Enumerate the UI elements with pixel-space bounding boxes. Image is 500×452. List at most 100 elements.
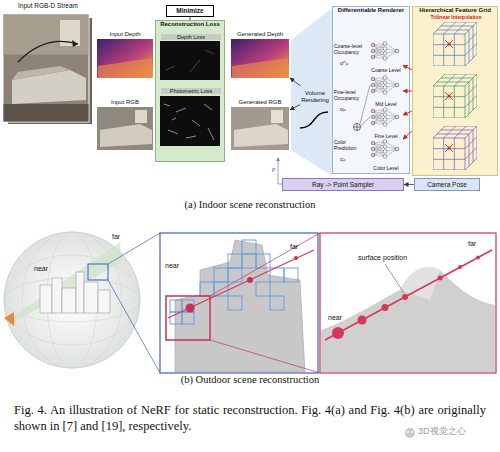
- generated-rgb-image: [271, 110, 283, 123]
- watermark-icon: [407, 431, 409, 433]
- subfigure-caption: (b) Outdoor scene reconstruction: [0, 374, 500, 386]
- node-label: Input RGB-D Stream: [2, 2, 94, 9]
- renderer-panel: [360, 85, 370, 126]
- figure-caption: Fig. 4. An illustration of NeRF for stat…: [14, 402, 486, 435]
- globe-view: [84, 282, 98, 313]
- renderer-panel: [354, 124, 361, 131]
- rendering-beam: [300, 112, 328, 128]
- input-depth-map: [97, 39, 153, 78]
- rgbd-stream-photo: [18, 41, 78, 62]
- feature-grid-panel: [433, 126, 477, 170]
- input-rgb-image: [97, 107, 153, 150]
- feature-grid-panel: [445, 40, 453, 152]
- watermark: 3D视觉之心: [418, 427, 466, 437]
- voxel-cubes: [242, 240, 256, 254]
- connector: [403, 131, 412, 139]
- feature-grid-panel: [412, 6, 498, 176]
- generated-rgb-image: [231, 107, 289, 150]
- zoom-panel-right: [382, 304, 389, 311]
- zoom-panel-middle: [160, 233, 320, 373]
- globe-view: [14, 242, 122, 322]
- decoder-network: Color Level: [369, 139, 403, 171]
- voxel-cubes: [256, 282, 270, 296]
- zoom-panel-right: [320, 233, 496, 373]
- rgbd-stream-photo: [4, 15, 89, 55]
- zoom-panel-right: [358, 316, 367, 325]
- rgbd-stream-photo: [12, 66, 70, 80]
- depth-label: far: [290, 243, 298, 251]
- node-label: Hierarchical Feature Grid: [413, 7, 497, 14]
- node-label: Mid Level: [369, 102, 403, 108]
- generated-depth-map: [232, 58, 288, 78]
- zoom-panel-right: [458, 265, 462, 269]
- zoom-panel-right: [320, 233, 496, 373]
- connector: [404, 184, 414, 185]
- loss-panel: [164, 104, 214, 140]
- rgbd-stream-photo: [4, 104, 89, 122]
- feature-grid-panel: [433, 22, 477, 66]
- feature-grid-panel: [433, 74, 477, 118]
- zoom-panel-right: [438, 276, 443, 281]
- image-panel: Input RGB-D Stream: [2, 2, 94, 124]
- annotation: Trilinear Interpolation: [416, 15, 496, 21]
- input-rgb-image: [100, 124, 152, 147]
- zoom-panel-right: [476, 256, 480, 260]
- rgbd-stream-photo: [3, 14, 89, 122]
- connector: [290, 78, 301, 86]
- input-rgb-image: [97, 107, 153, 150]
- image-panel: Generated RGB: [230, 99, 290, 151]
- loss-map: Depth Loss: [161, 34, 221, 82]
- loss-panel: [155, 20, 225, 162]
- node-label: Photometric Loss: [161, 88, 221, 94]
- voxel-cubes: [228, 254, 242, 268]
- rgbd-stream-photo: [72, 40, 78, 47]
- watermark-icon: [405, 428, 415, 438]
- globe-view: [62, 288, 76, 313]
- node-label: Generated RGB: [230, 99, 290, 106]
- globe-view: [40, 285, 52, 313]
- zoom-panel-middle: [166, 296, 210, 340]
- node-label: Differentiable Renderer: [333, 7, 409, 14]
- input-rgb-image: [135, 110, 147, 123]
- depth-label: near: [165, 262, 179, 270]
- watermark-icon: [405, 428, 415, 438]
- loss-panel: [160, 41, 220, 80]
- zoom-panel-right: [402, 294, 408, 300]
- node-label: Minimize: [167, 7, 213, 14]
- output-label: Coarse-level Occupancy: [334, 44, 368, 55]
- process-label: Volume Rendering: [300, 86, 330, 108]
- globe-view: [88, 264, 108, 280]
- loss-map: Photometric Loss: [161, 88, 221, 148]
- generated-rgb-image: [234, 124, 288, 147]
- zoom-panel-middle: [160, 233, 318, 373]
- loss-box: Reconstruction LossDepth LossPhotometric…: [155, 20, 225, 162]
- zoom-panel-middle: [210, 233, 320, 373]
- node-label: Ray -> Point Sampler: [283, 181, 403, 188]
- math-symbol: cₚ: [340, 156, 346, 163]
- feature-grid-panel: [448, 95, 451, 98]
- rgbd-stream-photo: [3, 14, 92, 124]
- renderer-panel: [332, 6, 410, 174]
- voxel-cubes: [170, 300, 182, 312]
- connector: [190, 17, 191, 20]
- connector: [403, 65, 412, 69]
- output-label: Fine-level Occupancy: [334, 90, 368, 101]
- voxel-cubes: [214, 268, 228, 282]
- voxel-cubes: [242, 254, 256, 268]
- subfigure-caption: (a) Indoor scene reconstruction: [0, 199, 500, 211]
- globe-view: [4, 312, 14, 326]
- globe-view: [4, 232, 160, 373]
- output-label: Color Prediction: [334, 140, 368, 151]
- sampler-arrow: [276, 157, 280, 161]
- node-label: Coarse Level: [369, 68, 403, 74]
- rendering-beam: [291, 8, 332, 176]
- depth-label: far: [112, 233, 120, 241]
- node-label: Color Level: [369, 166, 403, 172]
- globe-view: [47, 232, 97, 368]
- math-symbol: oₚ: [340, 106, 346, 113]
- voxel-cubes: [200, 282, 214, 296]
- globe-view: [4, 232, 140, 368]
